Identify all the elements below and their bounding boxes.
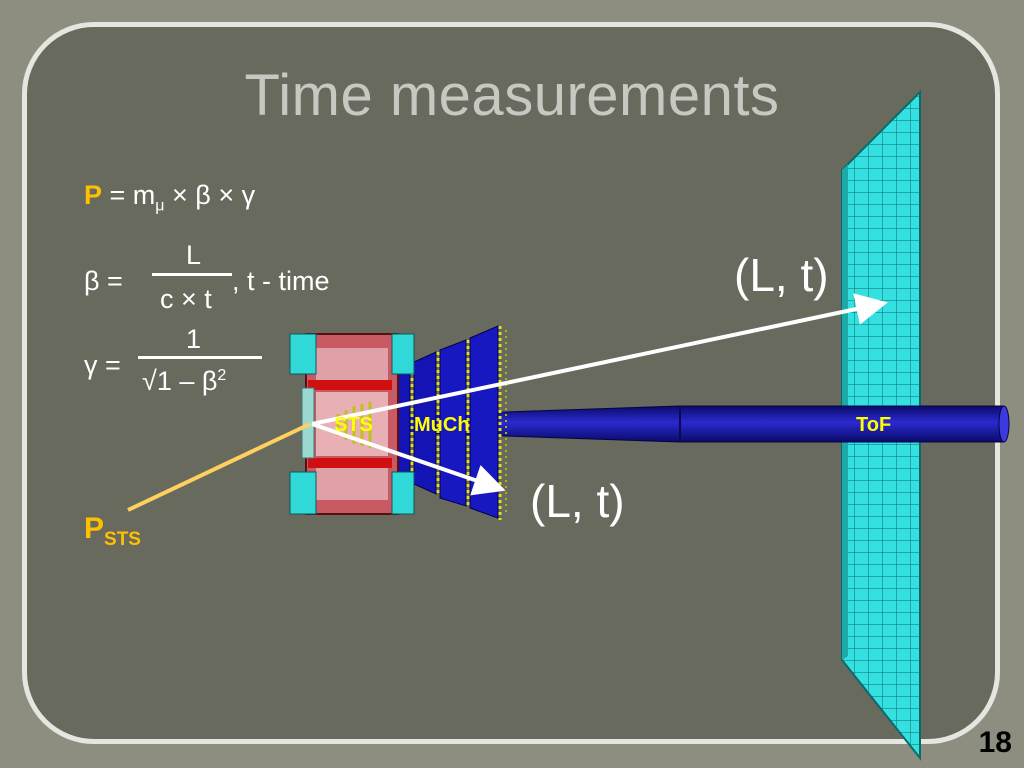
gamma-denominator: √1 – β2: [142, 366, 226, 397]
p-sts-subscript: STS: [104, 529, 141, 550]
track-arrow-to-tof: [311, 293, 888, 426]
p-tail: × β × γ: [172, 180, 256, 210]
gamma-fraction-bar: [138, 356, 262, 359]
beta-lhs: β =: [84, 266, 123, 296]
gamma-numerator: 1: [186, 324, 202, 354]
p-symbol: P: [84, 180, 103, 210]
sts-label: STS: [334, 414, 373, 436]
p-sts-label: PSTS: [84, 512, 141, 551]
p-sts-symbol: P: [84, 512, 105, 545]
gamma-root: √1 – β: [142, 366, 218, 396]
p-rest: = m: [109, 180, 156, 210]
lt-label-lower: (L, t): [530, 475, 625, 527]
gamma-lhs: γ =: [84, 350, 121, 380]
beta-note: , t - time: [232, 266, 330, 296]
p-sts-pointer: [127, 422, 311, 512]
track-arrow-to-much: [311, 422, 506, 496]
tof-label: ToF: [856, 414, 892, 436]
much-label: MuCh: [414, 414, 470, 436]
beta-numerator: L: [186, 240, 202, 270]
page-number: 18: [978, 726, 1012, 759]
p-sub: μ: [155, 197, 165, 215]
momentum-formula: P = mμ × β × γ: [84, 180, 255, 215]
page-title: Time measurements: [244, 63, 780, 128]
lt-label-upper: (L, t): [734, 249, 829, 301]
beta-denominator: c × t: [160, 284, 212, 314]
gamma-sup: 2: [217, 367, 227, 384]
beta-fraction-bar: [152, 273, 232, 276]
